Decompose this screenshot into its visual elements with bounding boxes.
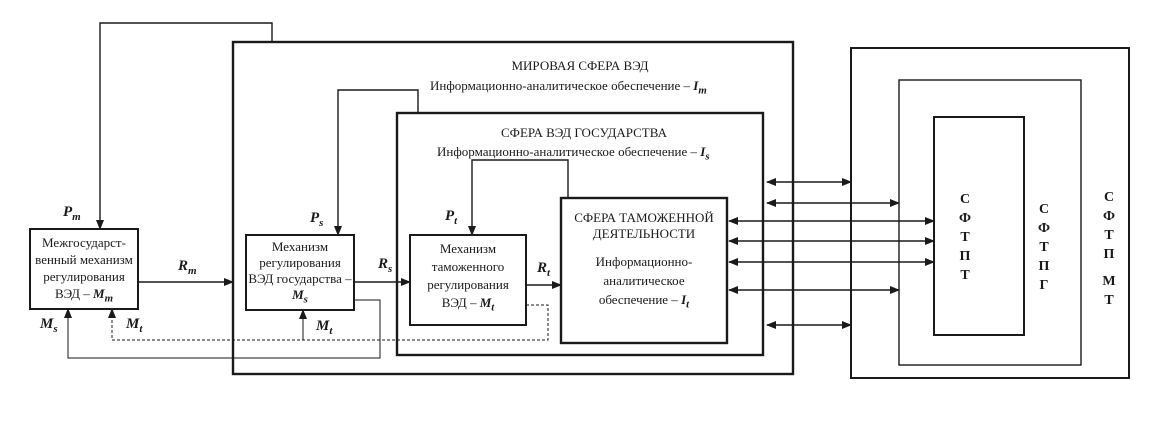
interstate-mechanism-label: Межгосударст- венный механизм регулирова…: [35, 235, 133, 305]
sftpmt-label: С Ф Т П М Т: [1102, 190, 1116, 308]
world-info-text: Информационно-аналитическое обеспечение …: [430, 78, 691, 93]
state-info-text: Информационно-аналитическое обеспечение …: [437, 144, 698, 159]
state-mechanism-symbol: Ms: [292, 287, 308, 306]
state-info-symbol: Is: [700, 144, 710, 163]
customs-sphere-info: Информационно- аналитическое обеспечение…: [563, 252, 725, 315]
arrow-pt: [468, 159, 569, 236]
world-sphere-frame: [231, 40, 795, 376]
signal-mt-interstate: Mt: [126, 316, 143, 335]
signal-mt-state: Mt: [316, 318, 333, 337]
customs-sphere-frame: [559, 196, 729, 345]
world-sphere-info: Информационно-аналитическое обеспечение …: [430, 78, 707, 99]
state-sphere-info: Информационно-аналитическое обеспечение …: [437, 144, 710, 165]
customs-sphere-title: СФЕРА ТАМОЖЕННОЙ ДЕЯТЕЛЬНОСТИ: [563, 210, 725, 242]
world-sphere-title: МИРОВАЯ СФЕРА ВЭД: [511, 58, 649, 73]
state-sphere-frame: [395, 111, 765, 357]
customs-title-line-1: СФЕРА ТАМОЖЕННОЙ: [574, 210, 714, 225]
sftpt-frame: [933, 116, 1025, 336]
signal-ps: Ps: [310, 210, 324, 229]
state-sphere-title: СФЕРА ВЭД ГОСУДАРСТВА: [501, 125, 667, 140]
customs-info-symbol: It: [681, 292, 690, 311]
arrow-mt-interstate: [108, 304, 549, 341]
arrow-ms: [64, 299, 381, 359]
signal-ms: Ms: [40, 316, 58, 335]
signal-rs: Rs: [378, 256, 393, 275]
world-info-symbol: Im: [693, 78, 707, 97]
signal-rm: Rm: [178, 258, 197, 277]
interstate-mechanism-box: [29, 228, 139, 310]
customs-mechanism-label: Механизм таможенного регулирования ВЭД –…: [427, 241, 509, 314]
sftpg-label: С Ф Т П Г: [1037, 202, 1051, 293]
arrow-pm: [96, 22, 273, 230]
signal-pt: Pt: [445, 208, 458, 227]
signal-pm: Pm: [63, 204, 81, 223]
sftpt-label: С Ф Т П Т: [958, 192, 972, 283]
customs-info-line-2: аналитическое: [603, 273, 685, 288]
customs-title-line-2: ДЕЯТЕЛЬНОСТИ: [592, 226, 696, 241]
customs-info-line-1: Информационно-: [595, 254, 693, 269]
signal-rt: Rt: [537, 260, 551, 279]
sftpmt-frame: [850, 47, 1130, 379]
customs-info-line-3: обеспечение – It: [598, 292, 690, 311]
customs-mechanism-symbol: Mt: [479, 295, 495, 314]
interstate-mechanism-symbol: Mm: [93, 286, 114, 305]
arrow-ps: [334, 89, 419, 236]
state-mechanism-label: Механизм регулирования ВЭД государства –…: [248, 239, 352, 306]
